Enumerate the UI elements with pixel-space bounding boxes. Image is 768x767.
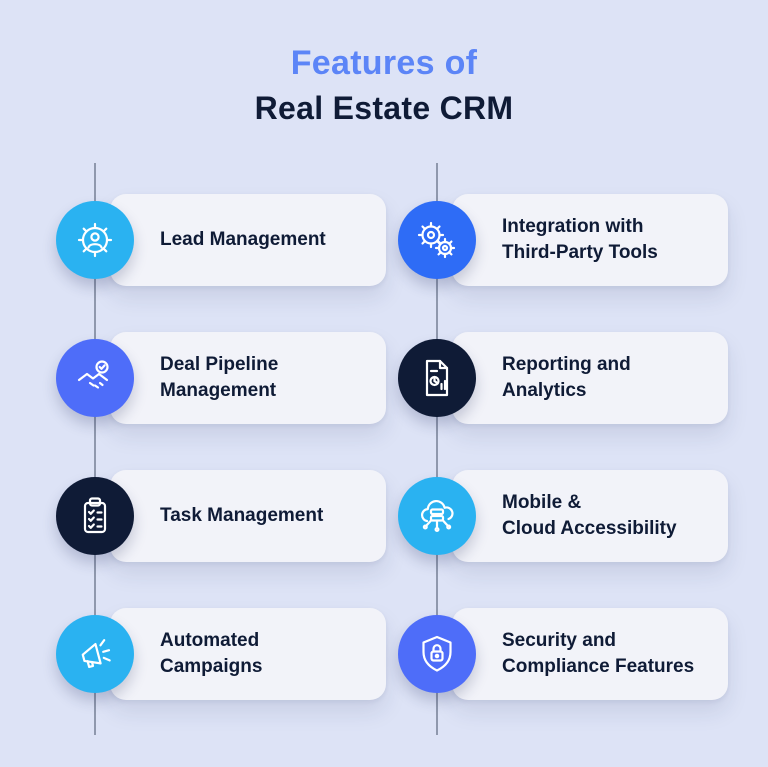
feature-label: Lead Management (160, 228, 326, 250)
document-chart-icon (398, 339, 476, 417)
timeline-right (436, 163, 438, 735)
page-title: Real Estate CRM (254, 90, 514, 126)
feature-label: Integration with Third-Party Tools (502, 215, 658, 263)
feature-card-deal-pipeline: Deal Pipeline Management (110, 332, 386, 424)
cloud-server-icon (398, 477, 476, 555)
double-gear-icon (398, 201, 476, 279)
feature-card-security-compliance: Security and Compliance Features (452, 608, 728, 700)
timeline-left (94, 163, 96, 735)
feature-label: Task Management (160, 504, 324, 526)
feature-card-automated-campaigns: Automated Campaigns (110, 608, 386, 700)
feature-label: Security and Compliance Features (502, 629, 695, 677)
feature-card-mobile-cloud: Mobile & Cloud Accessibility (452, 470, 728, 562)
feature-card-integration: Integration with Third-Party Tools (452, 194, 728, 286)
feature-label: Mobile & Cloud Accessibility (502, 491, 677, 539)
megaphone-icon (56, 615, 134, 693)
handshake-check-icon (56, 339, 134, 417)
gear-person-icon (56, 201, 134, 279)
feature-label: Reporting and Analytics (502, 353, 631, 401)
feature-card-task-management: Task Management (110, 470, 386, 562)
title-accent: Features of (290, 44, 478, 82)
feature-label: Automated Campaigns (160, 629, 263, 677)
feature-card-lead-management: Lead Management (110, 194, 386, 286)
clipboard-checklist-icon (56, 477, 134, 555)
feature-card-reporting-analytics: Reporting and Analytics (452, 332, 728, 424)
shield-lock-icon (398, 615, 476, 693)
feature-label: Deal Pipeline Management (160, 353, 279, 401)
